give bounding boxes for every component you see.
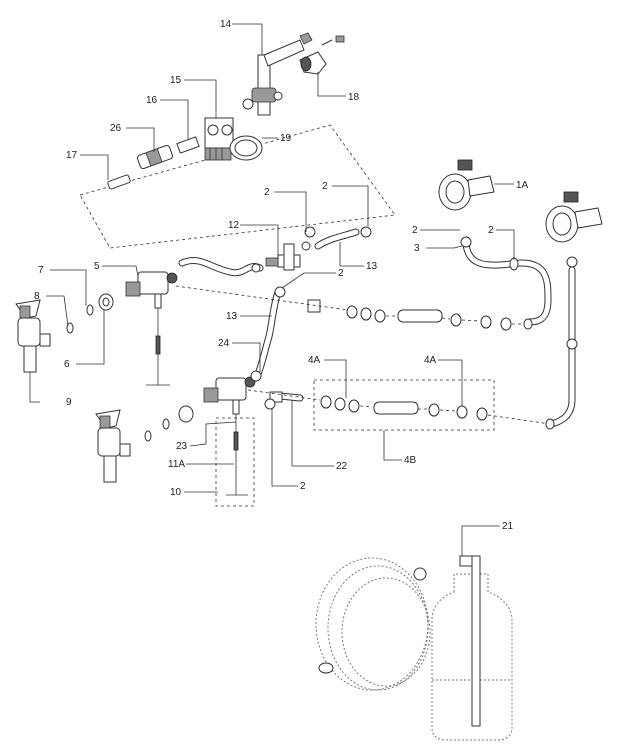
washer-lower-1 (144, 430, 152, 442)
callout-4A-b: 4A (424, 355, 437, 366)
part-16-connector (176, 136, 200, 154)
callout-2-e: 2 (338, 268, 344, 279)
callout-2-f: 2 (300, 481, 306, 492)
upper-fittings-row (307, 299, 533, 331)
callout-26: 26 (110, 123, 122, 134)
lower-fittings-row (269, 391, 488, 421)
valve-lower (203, 376, 256, 496)
clamp-2a (304, 226, 316, 238)
callout-14: 14 (220, 19, 232, 30)
callout-10: 10 (170, 487, 182, 498)
callout-2-d: 2 (488, 225, 494, 236)
clamp-2c (460, 236, 472, 248)
part-7-washer (86, 304, 94, 316)
clamp-right (566, 256, 578, 268)
part-1A-connector-left (438, 159, 495, 211)
part-15-filter-housing (204, 117, 234, 161)
nut-lower (178, 405, 194, 423)
leader-lines (29, 23, 515, 556)
callout-15: 15 (170, 75, 182, 86)
right-vertical-hose (549, 267, 575, 427)
callout-4A-a: 4A (308, 355, 321, 366)
part-17-nipple (107, 174, 131, 190)
part-18-bracket (299, 51, 327, 75)
callout-16: 16 (146, 95, 158, 106)
callout-18: 18 (348, 92, 360, 103)
callout-6: 6 (64, 359, 70, 370)
callout-13-b: 13 (226, 311, 238, 322)
callout-13-a: 13 (366, 261, 378, 272)
part-19-ring-inner (234, 139, 258, 157)
faucet-lower (95, 409, 131, 483)
coiled-hose-ghost (315, 557, 431, 691)
clamp-2e (274, 286, 286, 298)
callout-3: 3 (414, 243, 420, 254)
clamp-2b (360, 226, 372, 238)
part-1A-connector-right (545, 191, 603, 243)
callout-2-b: 2 (322, 181, 328, 192)
part-12-tee-fitting (251, 241, 311, 273)
part-24-clamp (250, 370, 262, 382)
callout-12: 12 (228, 220, 240, 231)
callout-2-a: 2 (264, 187, 270, 198)
callout-2-c: 2 (412, 225, 418, 236)
clamp-2f (264, 398, 276, 410)
callout-23: 23 (176, 441, 188, 452)
part-4B-outline (313, 379, 495, 431)
callout-11A: 11A (168, 459, 185, 470)
clamp-right-mid (566, 338, 578, 350)
part-26-coupling (136, 144, 174, 170)
part-8-washer (66, 322, 74, 334)
callout-1A: 1A (516, 180, 529, 191)
part-5-valve-upper (125, 271, 178, 386)
callout-5: 5 (94, 261, 100, 272)
callout-22: 22 (336, 461, 348, 472)
callout-8: 8 (34, 291, 40, 302)
hose-13-upper (315, 229, 359, 249)
callout-9: 9 (66, 397, 72, 408)
callout-21: 21 (502, 521, 514, 532)
upper-hose (179, 257, 263, 276)
callout-19: 19 (280, 133, 292, 144)
lower-end-fitting (545, 418, 555, 430)
part-10-outline (215, 417, 255, 507)
part-21-dip-tube (459, 555, 481, 727)
callout-4B: 4B (404, 455, 417, 466)
callout-labels: 14 18 15 16 26 19 17 1A 2 2 2 2 12 3 13 … (34, 19, 529, 532)
callout-17: 17 (66, 150, 78, 161)
hose-13-lower (255, 289, 281, 377)
hose-3 (463, 241, 551, 325)
part-9-faucet-upper (15, 299, 51, 373)
part-14-valve-assembly (242, 32, 345, 116)
washer-lower-2 (162, 418, 170, 430)
callout-7: 7 (38, 265, 44, 276)
part-6-nut (98, 293, 114, 311)
callout-24: 24 (218, 338, 230, 349)
hose-22 (277, 393, 303, 401)
